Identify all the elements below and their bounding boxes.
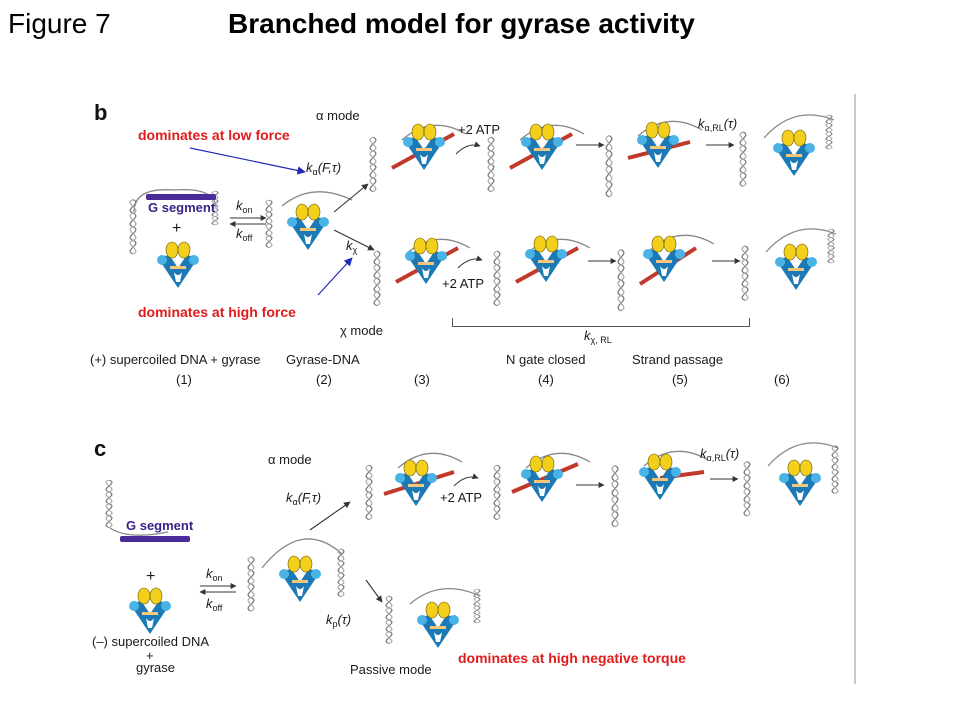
plus-sign-c: + (146, 568, 156, 585)
gyrase-dna-complex (265, 191, 353, 249)
k-off-label-c: koff (206, 596, 223, 613)
equilibrium-arrows-c (199, 583, 237, 595)
branch-arrows-b (333, 183, 375, 251)
step-arrow (576, 142, 605, 148)
gyrase-enzyme-icon (636, 121, 680, 169)
gyrase-enzyme-icon (524, 235, 568, 283)
k-alpha-rl-label: kα,RL(τ) (698, 116, 738, 133)
atp-arrow (457, 255, 483, 269)
figure-label: Figure 7 (8, 8, 111, 39)
k-on-label: kon (236, 198, 253, 215)
step-arrow (710, 476, 739, 482)
step-2-num: (2) (316, 372, 332, 387)
k-alpha-label: kα(F,τ) (306, 160, 342, 177)
plus-sign-c2: + (146, 648, 154, 663)
gyrase-enzyme-icon (402, 123, 446, 171)
step-arrow (588, 258, 617, 264)
gyrase-enzyme-icon (416, 601, 460, 649)
step-1-text: (+) supercoiled DNA + gyrase (90, 352, 261, 367)
alpha-mode-label-c: α mode (268, 452, 312, 467)
dna-alpha-c6 (743, 442, 839, 517)
g-segment-bar-c (120, 536, 190, 542)
g-segment-bar (146, 194, 216, 200)
step-arrow (576, 482, 605, 488)
step-arrow (706, 142, 735, 148)
k-on-label-c: kon (206, 566, 223, 583)
gyrase-enzyme-icon (520, 455, 564, 503)
k-chi-rl-label: kχ, RL (584, 328, 612, 345)
g-segment-label-c: G segment (126, 518, 194, 533)
gyrase-enzyme-icon (642, 235, 686, 283)
plus-sign: + (172, 220, 182, 237)
step-6-num: (6) (774, 372, 790, 387)
gyrase-enzyme-icon (286, 203, 330, 251)
panel-c-label: c (94, 436, 107, 461)
panel-b-label: b (94, 100, 108, 125)
g-segment-label: G segment (148, 200, 216, 215)
panel-divider (854, 94, 856, 684)
chi-mode-label: χ mode (340, 323, 383, 338)
step-4-text: N gate closed (506, 352, 586, 367)
neg-supercoiled-label: (–) supercoiled DNA (92, 634, 210, 649)
gyrase-enzyme-icon (772, 129, 816, 177)
atp-arrow (455, 141, 481, 155)
step-2-text: Gyrase-DNA (286, 352, 360, 367)
k-alpha-label-c: kα(F,τ) (286, 490, 322, 507)
step-arrow (712, 258, 741, 264)
step-5-num: (5) (672, 372, 688, 387)
k-off-label: koff (236, 226, 253, 243)
step-1-num: (1) (176, 372, 192, 387)
atp-arrow (453, 473, 479, 487)
gyrase-enzyme-icon (128, 587, 172, 635)
branch-arrows-c (309, 501, 383, 603)
gyrase-enzyme-icon (394, 459, 438, 507)
figure-title: Branched model for gyrase activity (228, 8, 695, 39)
alpha-mode-label: α mode (316, 108, 360, 123)
atp-label-c: +2 ATP (440, 490, 483, 505)
chi-rl-brace (452, 318, 750, 327)
atp-top-label: +2 ATP (458, 122, 501, 137)
gyrase-enzyme-icon (774, 243, 818, 291)
dna-alpha-6 (739, 114, 835, 188)
gyrase-enzyme-icon (638, 453, 682, 501)
annotation-high-neg-torque: dominates at high negative torque (458, 650, 686, 666)
gyrase-enzyme-icon (778, 459, 822, 507)
dna-loop-c (105, 480, 169, 536)
gyrase-dna-complex-c (247, 538, 345, 612)
equilibrium-arrows (229, 215, 267, 227)
dna-passive (385, 588, 481, 645)
gyrase-enzyme-icon (156, 241, 200, 289)
dna-chi-6 (741, 228, 837, 302)
passive-mode-label: Passive mode (350, 662, 432, 677)
atp-bottom-label: +2 ATP (442, 276, 485, 291)
k-alpha-rl-label-c: kα,RL(τ) (700, 446, 740, 463)
step-5-text: Strand passage (632, 352, 724, 367)
step-3-num: (3) (414, 372, 430, 387)
annotation-low-force: dominates at low force (138, 127, 290, 143)
gyrase-enzyme-icon (520, 123, 564, 171)
gyrase-label: gyrase (136, 660, 176, 675)
k-chi-label: kχ (346, 238, 358, 255)
annotation-high-force: dominates at high force (138, 304, 296, 320)
annotation-arrows-b (190, 147, 353, 296)
step-4-num: (4) (538, 372, 554, 387)
k-p-label: kp(τ) (326, 612, 352, 629)
